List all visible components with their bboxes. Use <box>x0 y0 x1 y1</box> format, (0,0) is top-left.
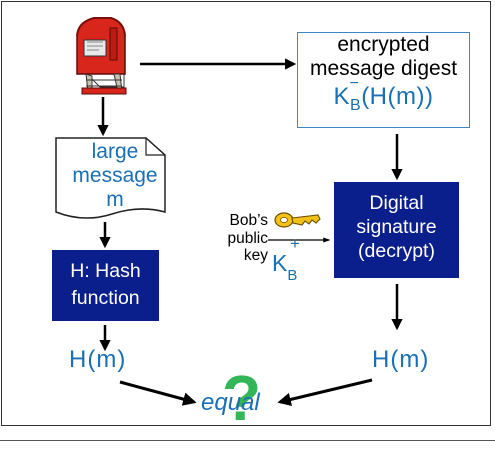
message-document <box>55 137 166 219</box>
hash-function-box: H: Hash function <box>52 250 159 321</box>
hash-line-2: function <box>71 287 140 309</box>
signature-line-3: (decrypt) <box>358 240 435 262</box>
message-line-1: large <box>91 140 139 163</box>
public-key-letter: K <box>272 250 288 276</box>
digest-key-sub: B <box>350 96 362 114</box>
hash-output-right: H(m) <box>372 346 430 373</box>
encrypted-digest-formula: K− B(H(m)) <box>298 75 469 120</box>
signature-line-1: Digital <box>369 192 424 214</box>
large-message-text: large message m <box>56 140 174 212</box>
message-line-2: message <box>72 164 158 187</box>
digest-key-minus: − <box>349 75 360 92</box>
key-icon <box>274 212 321 228</box>
divider-line <box>0 440 495 441</box>
public-key-sub: B <box>287 267 298 284</box>
message-digest-label: message digest <box>309 57 458 80</box>
message-line-3: m <box>106 188 124 211</box>
digital-signature-box: Digital signature (decrypt) <box>334 182 459 278</box>
question-mark: ? <box>222 362 262 434</box>
public-key-label: Bob’s public key <box>198 212 269 265</box>
public-key-line-2: public <box>227 229 269 247</box>
mailbox-icon <box>76 17 127 95</box>
hash-output-left: H(m) <box>69 346 127 373</box>
signature-line-2: signature <box>356 216 437 238</box>
public-key-plus: + <box>290 234 300 253</box>
encrypted-label: encrypted <box>337 33 430 56</box>
diagram-frame <box>1 1 491 426</box>
digest-key-letter: K <box>333 83 351 110</box>
hash-line-1: H: Hash <box>70 260 141 282</box>
encrypted-digest-box: encrypted message digest K− B(H(m)) <box>297 32 470 128</box>
digest-expression: (H(m)) <box>361 83 434 110</box>
public-key-line-1: Bob’s <box>229 212 269 229</box>
public-key-symbol: KB + <box>272 234 300 284</box>
public-key-line-3: key <box>243 247 268 264</box>
equal-label: equal <box>201 389 260 416</box>
